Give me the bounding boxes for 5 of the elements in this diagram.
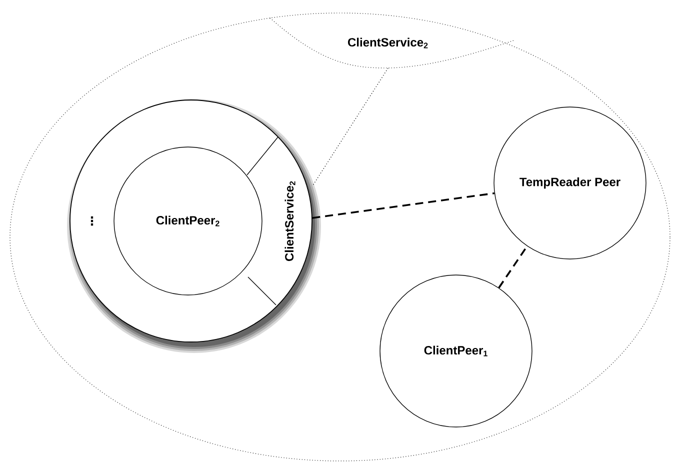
zoom-lens: ClientService$_{2}$ bbox=[270, 18, 516, 68]
connector-line bbox=[312, 192, 494, 219]
connector-line bbox=[498, 246, 528, 288]
leader-line bbox=[312, 68, 388, 187]
boundary-ellipse bbox=[10, 12, 670, 462]
